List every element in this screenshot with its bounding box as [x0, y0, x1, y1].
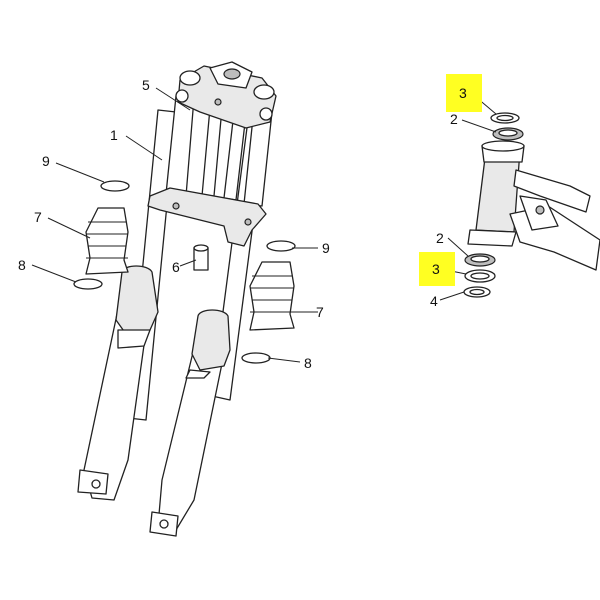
fork-assembly: [73, 61, 296, 537]
right-slider: [149, 309, 231, 537]
head-cup-bottom: [467, 229, 517, 247]
label-steering-nut: 4: [430, 293, 438, 309]
label-bearing-bottom: 2: [436, 230, 444, 246]
part-labels: 1 5 9 7 8 6 9 7 8 3 2 2 3 4: [18, 77, 467, 371]
center-column-left: [201, 107, 223, 197]
highlight-box-top: [446, 74, 482, 112]
clamp-left-top: [100, 180, 130, 192]
clamp-right-top: [266, 240, 296, 252]
label-seal-ring-top: 3: [459, 85, 467, 101]
leader-lines: [31, 87, 497, 363]
frame-tube-lower: [509, 205, 600, 271]
clamp-right-bottom: [241, 352, 271, 364]
label-top-yoke: 5: [142, 77, 150, 93]
gaiter-left: [85, 207, 129, 275]
steering-head-assembly: [463, 112, 600, 298]
label-gaiter-right: 7: [316, 304, 324, 320]
highlight-box-bottom: [419, 252, 455, 286]
label-clamp-left-bottom: 8: [18, 257, 26, 273]
label-gaiter-left: 7: [34, 209, 42, 225]
left-slider: [77, 265, 159, 501]
bridge-bolt-right: [244, 218, 252, 226]
label-clamp-left-top: 9: [42, 153, 50, 169]
label-seal-ring-bottom: 3: [432, 261, 440, 277]
lower-bridge: [147, 187, 267, 247]
gaiter-right: [249, 261, 295, 331]
label-clamp-right-bottom: 8: [304, 355, 312, 371]
spacer: [193, 244, 209, 271]
top-yoke: [175, 61, 277, 129]
label-spacer: 6: [172, 259, 180, 275]
frame-tube-upper: [513, 169, 591, 213]
bridge-bolt-left: [172, 202, 180, 210]
label-clamp-right-top: 9: [322, 240, 330, 256]
clamp-left-bottom: [73, 278, 103, 290]
label-bearing-top: 2: [450, 111, 458, 127]
label-fork-assembly: 1: [110, 127, 118, 143]
